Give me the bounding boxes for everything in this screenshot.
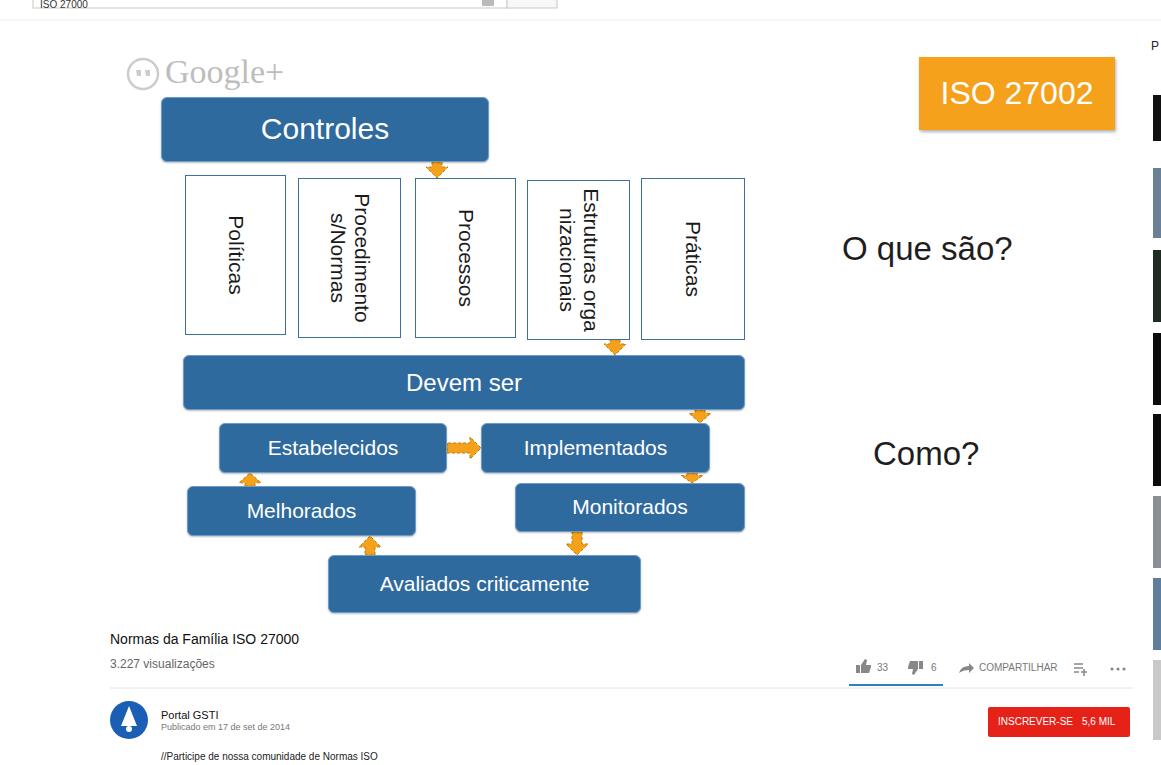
- playlist-icon: [1074, 664, 1087, 676]
- share-button: COMPARTILHAR: [979, 662, 1058, 674]
- control-box: Estruturas organizacionais: [527, 180, 630, 340]
- arrow-head: [604, 340, 626, 355]
- thumbnail: [1153, 95, 1161, 141]
- subscribe-label: INSCREVER-SE: [998, 716, 1073, 728]
- arrow-head: [566, 532, 588, 555]
- dislike-icon: [908, 661, 923, 675]
- flow-arrow: [239, 473, 261, 486]
- watermark-icon: [136, 70, 150, 76]
- publish-date: Publicado em 17 de set de 2014: [161, 722, 290, 732]
- sidebar-heading: P: [1151, 40, 1159, 54]
- channel-avatar: [121, 706, 137, 726]
- channel-avatar: [110, 701, 148, 739]
- watermark: Google+: [165, 52, 284, 91]
- cycle-step: Monitorados: [515, 483, 745, 532]
- arrow-head: [239, 473, 261, 486]
- node-label: Monitorados: [572, 495, 688, 519]
- thumbnail: [1153, 168, 1161, 238]
- node-label: Melhorados: [247, 499, 357, 523]
- thumbnail: [1153, 414, 1161, 486]
- search-button: [507, 0, 557, 8]
- slide-question: O que são?: [842, 230, 1013, 268]
- node-label: Estruturas organizacionais: [554, 188, 602, 332]
- search-box: [33, 0, 507, 8]
- node-label: Processos: [453, 186, 477, 330]
- share-icon: [959, 663, 974, 673]
- thumbnail: [1153, 496, 1161, 568]
- flow-arrow: [681, 473, 703, 483]
- watermark-icon: [128, 59, 158, 89]
- arrow-head: [681, 473, 703, 483]
- search-query: ISO 27000: [40, 0, 88, 11]
- more-icon: [1110, 667, 1113, 670]
- cycle-step: Estabelecidos: [219, 423, 447, 473]
- video-title: Normas da Família ISO 27000: [110, 631, 299, 647]
- control-box: Procedimentos/Normas: [298, 178, 401, 338]
- cycle-step: Melhorados: [187, 486, 416, 536]
- divider: [110, 688, 1133, 689]
- description: //Participe de nossa comunidade de Norma…: [161, 751, 378, 763]
- like-count: 33: [877, 662, 888, 674]
- arrow-head: [447, 437, 481, 459]
- view-count: 3.227 visualizações: [110, 658, 215, 672]
- flow-arrow: [604, 340, 626, 355]
- thumbnail: [1153, 250, 1161, 322]
- keyboard-icon: [482, 0, 494, 6]
- slide-question: Como?: [873, 435, 979, 473]
- more-icon: [1122, 667, 1125, 670]
- node-label: Políticas: [223, 183, 247, 327]
- node-label: ISO 27002: [941, 75, 1094, 112]
- node-label: Procedimentos/Normas: [325, 186, 373, 330]
- node-label: Estabelecidos: [268, 436, 399, 460]
- title-box: Controles: [161, 97, 489, 162]
- like-icon: [856, 659, 871, 673]
- flow-arrow: [359, 536, 381, 555]
- cycle-step: Avaliados criticamente: [328, 555, 641, 613]
- node-label: Implementados: [524, 436, 668, 460]
- thumbnail: [1153, 578, 1161, 650]
- flow-arrow: [566, 532, 588, 555]
- node-label: Avaliados criticamente: [380, 572, 590, 596]
- flow-arrow: [447, 437, 481, 459]
- channel-name: Portal GSTI: [161, 709, 218, 722]
- standard-badge: ISO 27002: [919, 57, 1115, 130]
- arrow-head: [689, 410, 711, 423]
- more-icon: [1116, 667, 1119, 670]
- subscriber-count: 5,6 MIL: [1082, 716, 1115, 728]
- sentiment-bar: [849, 684, 943, 686]
- flow-arrow: [426, 162, 448, 178]
- band: Devem ser: [183, 355, 745, 410]
- node-label: Devem ser: [406, 369, 522, 397]
- flow-arrow: [689, 410, 711, 423]
- arrow-head: [359, 536, 381, 555]
- thumbnail: [1153, 660, 1161, 740]
- header-line: [0, 20, 1161, 21]
- control-box: Políticas: [185, 175, 286, 335]
- node-label: Controles: [261, 112, 389, 147]
- node-label: Práticas: [681, 186, 705, 332]
- thumbnail: [1153, 333, 1161, 405]
- control-box: Práticas: [641, 178, 745, 340]
- channel-avatar: [126, 726, 132, 732]
- subscribe-button: [988, 707, 1130, 737]
- cycle-step: Implementados: [481, 423, 710, 473]
- control-box: Processos: [415, 178, 516, 338]
- dislike-count: 6: [931, 662, 937, 674]
- arrow-head: [426, 162, 448, 178]
